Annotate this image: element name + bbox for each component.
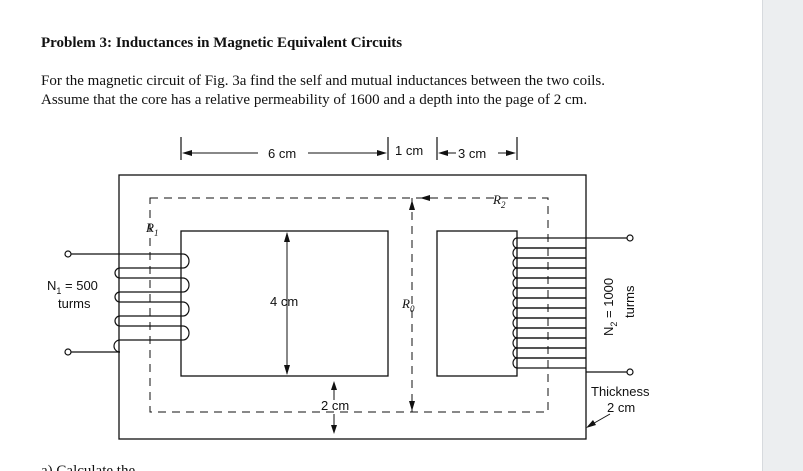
coil-2-turns-label: N2 = 1000 [601, 278, 619, 336]
dim-1cm-label: 1 cm [395, 143, 423, 158]
cutoff-text: a) Calculate the... [41, 463, 147, 471]
thickness-value: 2 cm [607, 400, 635, 415]
description-line-2: Assume that the core has a relative perm… [41, 92, 588, 108]
coil-2 [512, 237, 586, 369]
dim-2cm-label: 2 cm [321, 398, 349, 413]
dim-3cm-label: 3 cm [458, 146, 486, 161]
thickness-label: Thickness [591, 384, 650, 399]
window-right [436, 230, 518, 377]
r0-label: R0 [401, 296, 415, 314]
coil-1-turns-label: N1 = 500 [47, 278, 98, 296]
coil-1-turns-unit: turms [58, 296, 91, 311]
dim-4cm-label: 4 cm [270, 294, 298, 309]
problem-description: For the magnetic circuit of Fig. 3a find… [41, 72, 741, 110]
window-left [180, 230, 389, 377]
mean-path [149, 197, 549, 413]
side-panel [762, 0, 803, 471]
coil-1 [113, 253, 190, 353]
core-outer [118, 174, 587, 440]
description-line-1: For the magnetic circuit of Fig. 3a find… [41, 73, 606, 89]
dim-6cm-label: 6 cm [268, 146, 296, 161]
coil-2-turns-unit: turms [622, 285, 637, 318]
magnetic-circuit-figure: 6 cm 1 cm 3 cm 4 cm 2 cm R1 R2 R0 [47, 137, 650, 440]
r1-label: R1 [145, 220, 158, 238]
r2-label: R2 [492, 192, 506, 210]
problem-title: Problem 3: Inductances in Magnetic Equiv… [41, 35, 403, 51]
